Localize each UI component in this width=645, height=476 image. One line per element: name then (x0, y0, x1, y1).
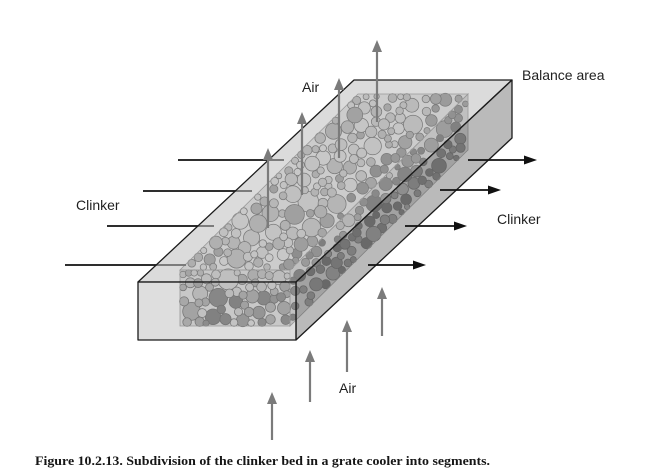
air-inlet-arrows (267, 287, 387, 440)
clinker-inlet-label: Clinker (76, 197, 120, 213)
cooler-housing (137, 79, 513, 341)
air-inlet-label: Air (339, 380, 356, 396)
clinker-outlet-arrows (368, 155, 537, 270)
figure-caption: Figure 10.2.13. Subdivision of the clink… (35, 453, 490, 468)
air-outlet-label: Air (302, 79, 319, 95)
balance-area-label: Balance area (522, 67, 605, 83)
air-outlet-arrows (263, 40, 382, 228)
clinker-outlet-label: Clinker (497, 211, 541, 227)
housing-front-face (137, 281, 297, 341)
